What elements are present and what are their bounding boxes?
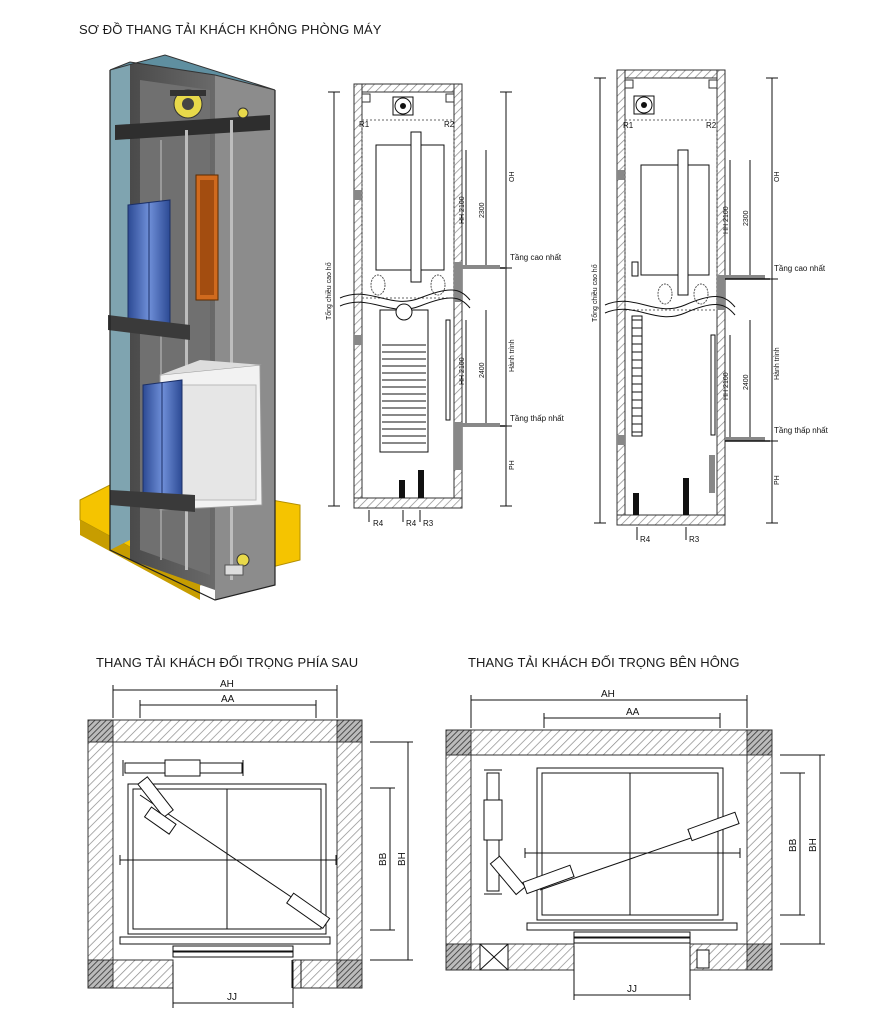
plan-side-aa: AA: [626, 707, 640, 718]
section-a-hh-bottom: HH 2100: [459, 357, 466, 385]
section-a-pit: PH: [509, 460, 516, 470]
section-a-total-height: Tổng chiều cao hố: [324, 262, 333, 320]
plan-rear-aa: AA: [221, 694, 235, 705]
section-b-travel: Hành trình: [774, 347, 781, 380]
section-a-hh-top: HH 2100: [459, 196, 466, 224]
section-a-dim-bottom: 2400: [479, 362, 486, 378]
section-b-r4: R4: [640, 535, 651, 544]
plan-rear-jj: JJ: [227, 992, 237, 1003]
section-b-dim-bottom: 2400: [743, 374, 750, 390]
section-b-r2: R2: [706, 121, 717, 130]
section-a-r2: R2: [444, 120, 455, 129]
plan-rear-title: THANG TẢI KHÁCH ĐỐI TRỌNG PHÍA SAU: [96, 655, 359, 670]
plan-side-bh: BH: [808, 838, 819, 852]
section-a-bottom-floor: Tầng thấp nhất: [510, 414, 565, 423]
section-a-travel: Hành trình: [509, 339, 516, 372]
section-a-r4-left: R4: [373, 519, 384, 528]
elevator-3d-illustration: [79, 54, 301, 601]
section-a-r3: R3: [423, 519, 434, 528]
section-b-bottom-floor: Tầng thấp nhất: [774, 426, 829, 435]
section-b-total-height: Tổng chiều cao hố: [590, 264, 599, 322]
plan-side-bb: BB: [788, 838, 799, 852]
section-a-oh: OH: [509, 172, 516, 183]
section-b-top-floor: Tầng cao nhất: [774, 264, 826, 273]
plan-side: [445, 695, 825, 1000]
section-b-pit: PH: [774, 475, 781, 485]
section-b-elevation: [594, 69, 778, 540]
section-a-elevation: [328, 83, 512, 522]
plan-rear-bh: BH: [397, 852, 408, 866]
plan-rear: [87, 685, 413, 1008]
section-b-r1: R1: [623, 121, 634, 130]
section-b-hh-top: HH 2100: [723, 206, 730, 234]
section-a-dim-top: 2300: [479, 202, 486, 218]
section-b-hh-bottom: HH 2100: [723, 372, 730, 400]
section-b-dim-top: 2300: [743, 210, 750, 226]
section-a-r4-mid: R4: [406, 519, 417, 528]
plan-rear-ah: AH: [220, 679, 234, 690]
section-a-top-floor: Tầng cao nhất: [510, 253, 562, 262]
section-b-oh: OH: [774, 172, 781, 183]
section-b-r3: R3: [689, 535, 700, 544]
plan-rear-bb: BB: [378, 852, 389, 866]
plan-side-title: THANG TẢI KHÁCH ĐỐI TRỌNG BÊN HÔNG: [468, 655, 740, 670]
section-a-r1: R1: [359, 120, 370, 129]
main-title: SƠ ĐỒ THANG TẢI KHÁCH KHÔNG PHÒNG MÁY: [79, 22, 382, 37]
plan-side-ah: AH: [601, 689, 615, 700]
plan-side-jj: JJ: [627, 984, 637, 995]
